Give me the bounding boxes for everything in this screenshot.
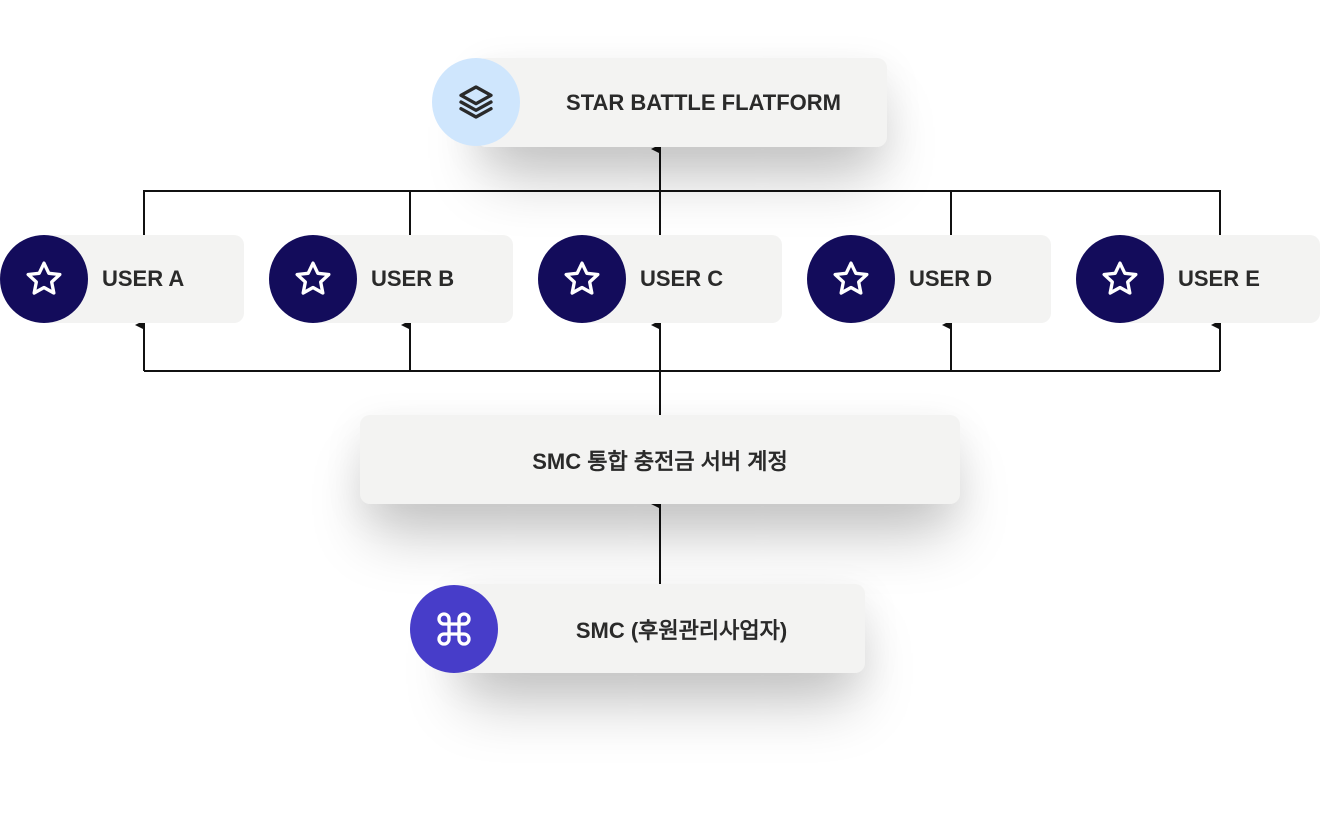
star-icon — [807, 235, 895, 323]
command-icon — [410, 585, 498, 673]
smc-node: SMC (후원관리사업자) — [454, 584, 865, 673]
server-account-node: SMC 통합 충전금 서버 계정 — [360, 415, 960, 504]
connector-top-bus — [143, 190, 1221, 235]
user-label: USER C — [640, 266, 724, 291]
star-icon — [538, 235, 626, 323]
star-icon — [1076, 235, 1164, 323]
layers-icon — [432, 58, 520, 146]
user-label: USER B — [371, 266, 455, 291]
user-label: USER D — [909, 266, 993, 291]
user-label: USER E — [1178, 266, 1260, 291]
smc-label: SMC (후원관리사업자) — [575, 617, 788, 643]
user-label: USER A — [102, 266, 185, 291]
platform-label: STAR BATTLE FLATFORM — [566, 89, 841, 115]
star-icon — [0, 235, 88, 323]
server-label: SMC 통합 충전금 서버 계정 — [532, 448, 788, 474]
platform-node: STAR BATTLE FLATFORM — [476, 58, 887, 147]
star-icon — [269, 235, 357, 323]
